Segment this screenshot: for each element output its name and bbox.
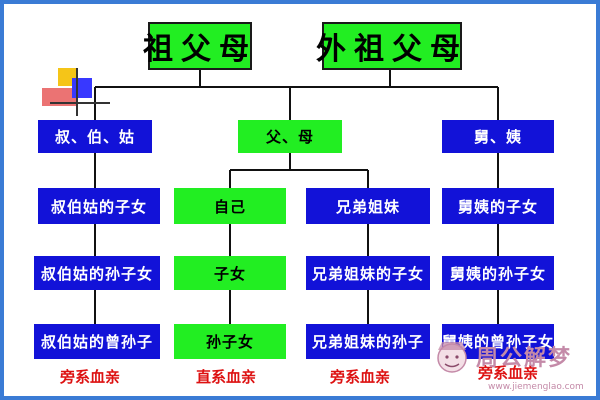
- siblings-children-node: 兄弟姐妹的子女: [306, 256, 430, 290]
- paternal-uncles-aunts-node: 叔、伯、姑: [38, 120, 152, 153]
- collateral-label-right: 旁系血亲: [478, 364, 539, 382]
- maternal-cousins-children-node: 舅姨的孙子女: [442, 256, 554, 290]
- paternal-grandparents-node: 祖父母: [143, 22, 252, 70]
- collateral-label-left: 旁系血亲: [60, 368, 121, 386]
- watermark-url: www.jiemenglao.com: [488, 382, 584, 392]
- children-node: 子女: [174, 256, 286, 290]
- parents-node: 父、母: [238, 120, 342, 153]
- maternal-uncles-aunts-node: 舅、姨: [442, 120, 554, 153]
- paternal-cousins-grandchildren-node: 叔伯姑的曾孙子: [34, 324, 160, 359]
- grandchildren-node: 孙子女: [174, 324, 286, 359]
- siblings-grandchildren-node: 兄弟姐妹的孙子: [306, 324, 430, 359]
- maternal-cousins-grandchildren-node: 舅姨的曾孙子女: [442, 324, 554, 359]
- siblings-node: 兄弟姐妹: [306, 188, 430, 224]
- watermark-text: 周公解梦: [476, 345, 573, 371]
- lineal-label: 直系血亲: [196, 368, 257, 386]
- self-node: 自己: [174, 188, 286, 224]
- maternal-cousins-node: 舅姨的子女: [442, 188, 554, 224]
- watermark-avatar-icon: [432, 336, 472, 376]
- decorative-logo: [42, 68, 112, 118]
- paternal-cousins-node: 叔伯姑的子女: [38, 188, 160, 224]
- maternal-grandparents-node: 外祖父母: [316, 22, 462, 70]
- collateral-label-middle: 旁系血亲: [330, 368, 391, 386]
- paternal-cousins-children-node: 叔伯姑的孙子女: [34, 256, 160, 290]
